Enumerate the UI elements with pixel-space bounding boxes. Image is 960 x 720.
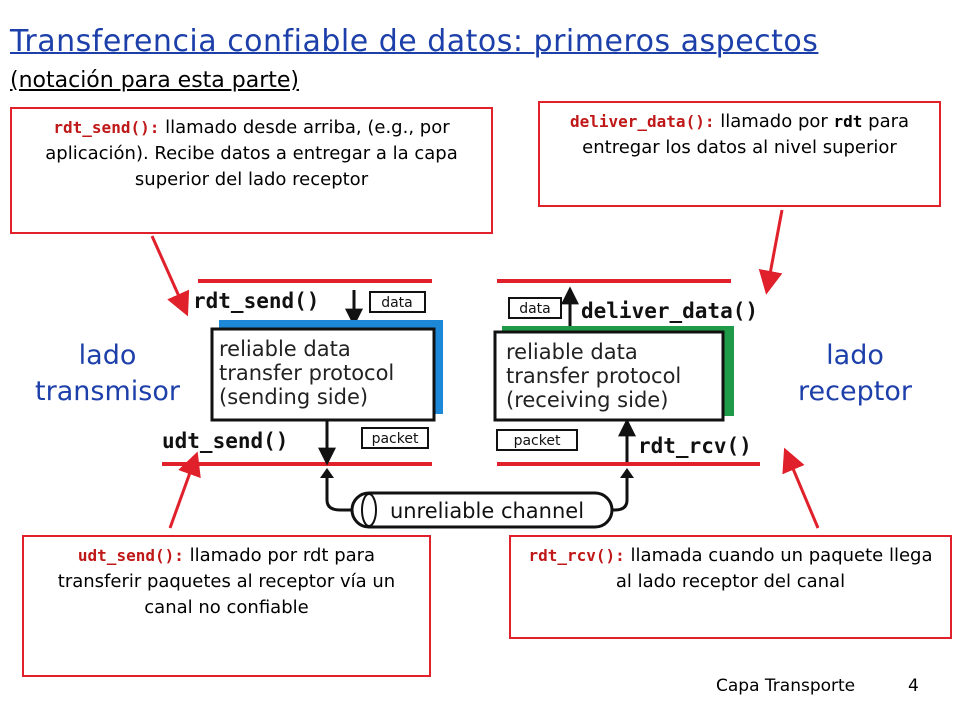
receiver-channel-arrowhead [620, 468, 634, 478]
sender-packet-box [361, 427, 429, 449]
callout-udt-send: udt_send(): llamado por rdt para transfe… [22, 535, 431, 677]
footer-label: Capa Transporte [716, 676, 856, 696]
receiver-protocol-box [493, 330, 725, 422]
receiver-side-label: lado receptor [775, 338, 935, 410]
sender-box-text: reliable data transfer protocol (sending… [219, 337, 401, 409]
sender-packet-label: packet [372, 431, 419, 447]
receiver-box-text: reliable data transfer protocol (receivi… [506, 340, 688, 412]
sender-func-bottom: udt_send() [162, 429, 288, 453]
receiver-box-line2: transfer protocol [506, 364, 681, 388]
receiver-packet-box [496, 429, 578, 451]
sender-data-box [369, 291, 426, 313]
receiver-channel-connector [605, 470, 629, 512]
receiver-func-top: deliver_data() [581, 299, 758, 323]
callout-rdt-rcv-code: rdt_rcv(): [528, 546, 625, 565]
receiver-packet-label: packet [514, 433, 561, 449]
receiver-box-line1: reliable data [506, 340, 638, 364]
callout-udt-send-code: udt_send(): [77, 546, 184, 565]
receiver-box-line3: (receiving side) [506, 388, 668, 412]
sender-side-label-line2: transmisor [35, 376, 180, 407]
sender-side-label-line1: lado [78, 340, 137, 371]
callout-deliver-data-text1: llamado por [714, 111, 834, 132]
receiver-func-bottom: rdt_rcv() [638, 434, 752, 458]
sender-channel-connector [325, 470, 360, 512]
unreliable-channel-pipe [350, 491, 614, 529]
page-subtitle: (notación para esta parte) [10, 68, 299, 93]
callout-rdt-send-text: llamado desde arriba, (e.g., por aplicac… [45, 117, 458, 190]
sender-channel-arrowhead [320, 468, 334, 478]
callout-rdt-rcv: rdt_rcv(): llamada cuando un paquete lle… [509, 535, 952, 639]
callout-rdt-rcv-text: llamada cuando un paquete llega al lado … [615, 545, 933, 592]
callout-udt-send-text: llamado por rdt para transferir paquetes… [57, 545, 396, 618]
sender-data-label: data [381, 295, 413, 311]
arrow-rdt-send [150, 235, 190, 317]
sender-side-label: lado transmisor [20, 338, 195, 410]
sender-box-line1: reliable data [219, 337, 351, 361]
sender-box-line3: (sending side) [219, 385, 368, 409]
sender-func-top: rdt_send() [193, 289, 319, 313]
sender-protocol-box [210, 327, 436, 422]
receiver-data-label: data [519, 301, 551, 317]
callout-deliver-data-text2: para entregar los datos al nivel superio… [582, 111, 910, 158]
callout-rdt-send: rdt_send(): llamado desde arriba, (e.g.,… [10, 107, 493, 234]
receiver-data-box [508, 297, 562, 319]
page-title: Transferencia confiable de datos: primer… [10, 24, 819, 59]
arrow-rdt-rcv [782, 447, 820, 529]
callout-deliver-data-code: deliver_data(): [569, 112, 715, 131]
sender-box-line2: transfer protocol [219, 361, 394, 385]
page-number: 4 [908, 676, 919, 696]
arrow-deliver-data [758, 209, 784, 295]
channel-pipe-end [361, 493, 377, 527]
callout-deliver-data-code2: rdt [833, 112, 863, 131]
callout-deliver-data: deliver_data(): llamado por rdt para ent… [538, 101, 941, 207]
callout-rdt-send-code: rdt_send(): [53, 118, 160, 137]
arrow-udt-send [168, 451, 201, 529]
receiver-side-label-line1: lado [826, 340, 884, 371]
channel-label: unreliable channel [390, 499, 584, 523]
receiver-side-label-line2: receptor [798, 376, 912, 407]
